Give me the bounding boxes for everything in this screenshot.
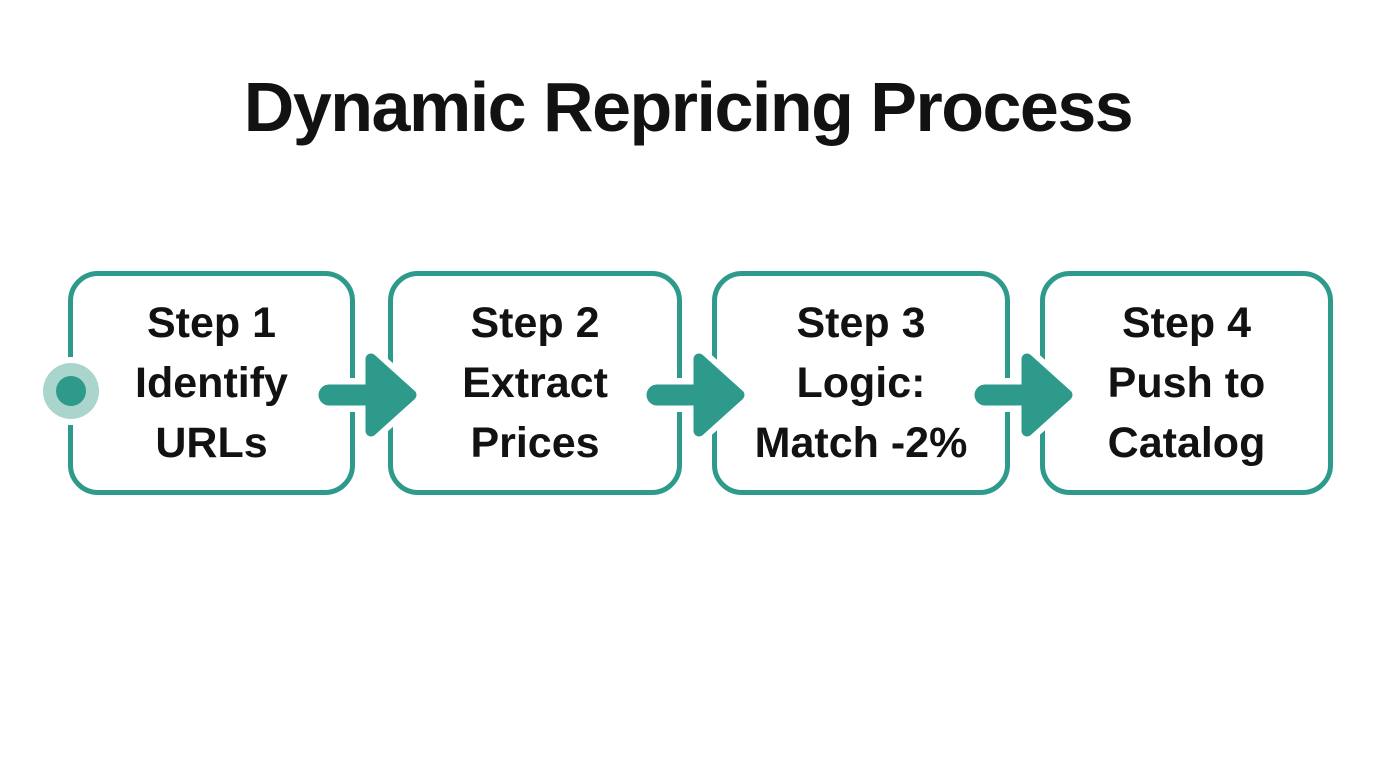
step-box-1: Step 1 Identify URLs <box>68 271 355 495</box>
start-dot-outer-ring <box>43 363 99 419</box>
arrow-right-icon <box>317 347 421 443</box>
step-1-label: Step 1 <box>146 299 277 347</box>
step-3-description-line-1: Logic: <box>796 359 926 407</box>
step-2-description-line-1: Extract <box>462 359 608 407</box>
step-box-3: Step 3 Logic: Match -2% <box>712 271 1010 495</box>
arrow-right-icon <box>645 347 749 443</box>
step-4-description-line-1: Push to <box>1107 359 1266 407</box>
step-box-4: Step 4 Push to Catalog <box>1040 271 1333 495</box>
step-4-label: Step 4 <box>1121 299 1252 347</box>
arrow-right-icon <box>973 347 1077 443</box>
step-box-2: Step 2 Extract Prices <box>388 271 682 495</box>
step-1-description-line-1: Identify <box>135 359 288 407</box>
step-3-description-line-2: Match -2% <box>754 419 968 467</box>
step-3-label: Step 3 <box>796 299 926 347</box>
step-4-description-line-2: Catalog <box>1107 419 1266 467</box>
step-2-label: Step 2 <box>470 299 600 347</box>
start-dot-icon <box>37 357 105 425</box>
page-title: Dynamic Repricing Process <box>243 68 1134 146</box>
step-1-description-line-2: URLs <box>155 419 268 467</box>
step-2-description-line-2: Prices <box>470 419 600 467</box>
start-dot-inner-circle <box>56 376 86 406</box>
